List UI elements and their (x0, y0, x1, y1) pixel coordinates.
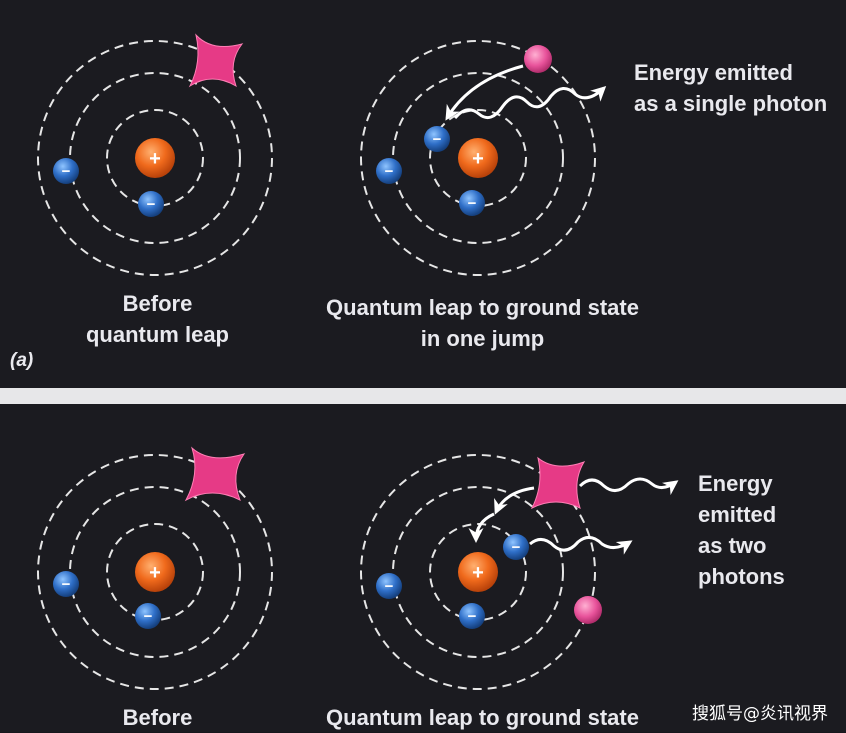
electron-intermediate (503, 534, 529, 560)
electron-minus: − (433, 131, 442, 148)
atom-after-two-jumps: + − − − (360, 454, 679, 690)
electron-minus: − (147, 196, 156, 213)
photon-wave-second (529, 536, 633, 555)
nucleus (458, 138, 498, 178)
nucleus-plus: + (149, 562, 161, 584)
orbit-middle (69, 486, 241, 658)
orbit-middle (392, 72, 564, 244)
panel-a-label: (a) (10, 350, 34, 371)
panel-a-scene: + − − + − − − (37, 33, 607, 276)
photon-burst (184, 446, 246, 502)
orbit-outer (37, 454, 273, 690)
panel-a: + − − + − − − Before quantum leap (10, 33, 828, 371)
electron (459, 603, 485, 629)
electron (459, 190, 485, 216)
caption-before-b: Before (122, 705, 193, 730)
electron-minus: − (62, 576, 71, 593)
orbit-outer (360, 40, 596, 276)
nucleus-plus: + (472, 562, 484, 584)
electron-minus: − (144, 608, 153, 625)
nucleus-plus: + (472, 148, 484, 170)
atom-before: + − − (37, 33, 273, 276)
electron (138, 191, 164, 217)
electron (135, 603, 161, 629)
panel-b: + − − + − − − Before (0, 404, 846, 732)
photon-burst (530, 456, 586, 510)
orbit-outer (37, 40, 273, 276)
electron (376, 158, 402, 184)
watermark: 搜狐号@炎讯视界 (692, 704, 828, 724)
orbit-middle (392, 486, 564, 658)
electron-minus: − (468, 195, 477, 212)
atom-after-single-jump: + − − − (360, 40, 607, 276)
photon-wave (453, 85, 607, 120)
energy-note-a: Energy emitted as a single photon (634, 60, 828, 116)
electron-minus: − (512, 539, 521, 556)
orbit-outer (360, 454, 596, 690)
energy-note-b: Energy emitted as two photons (698, 471, 785, 589)
panel-divider (0, 388, 846, 404)
excited-electron (524, 45, 552, 73)
jump-arrow-first (494, 486, 535, 515)
electron-minus: − (468, 608, 477, 625)
nucleus (458, 552, 498, 592)
caption-before-a: Before quantum leap (85, 291, 229, 347)
electron-landed (424, 126, 450, 152)
electron-minus: − (385, 163, 394, 180)
electron-minus: − (385, 578, 394, 595)
caption-after-a: Quantum leap to ground state in one jump (326, 295, 639, 351)
caption-after-b: Quantum leap to ground state (326, 705, 639, 730)
nucleus-plus: + (149, 148, 161, 170)
nucleus (135, 552, 175, 592)
photon-wave-first (578, 477, 679, 496)
electron (53, 571, 79, 597)
jump-arrow-second (468, 512, 495, 543)
electron (376, 573, 402, 599)
nucleus (135, 138, 175, 178)
excited-electron (574, 596, 602, 624)
jump-arrow (445, 64, 524, 121)
electron (53, 158, 79, 184)
atom-before: + − − (37, 446, 273, 690)
orbit-middle (69, 72, 241, 244)
photon-burst (188, 33, 244, 88)
panel-b-scene: + − − + − − − (37, 446, 679, 690)
electron-minus: − (62, 163, 71, 180)
